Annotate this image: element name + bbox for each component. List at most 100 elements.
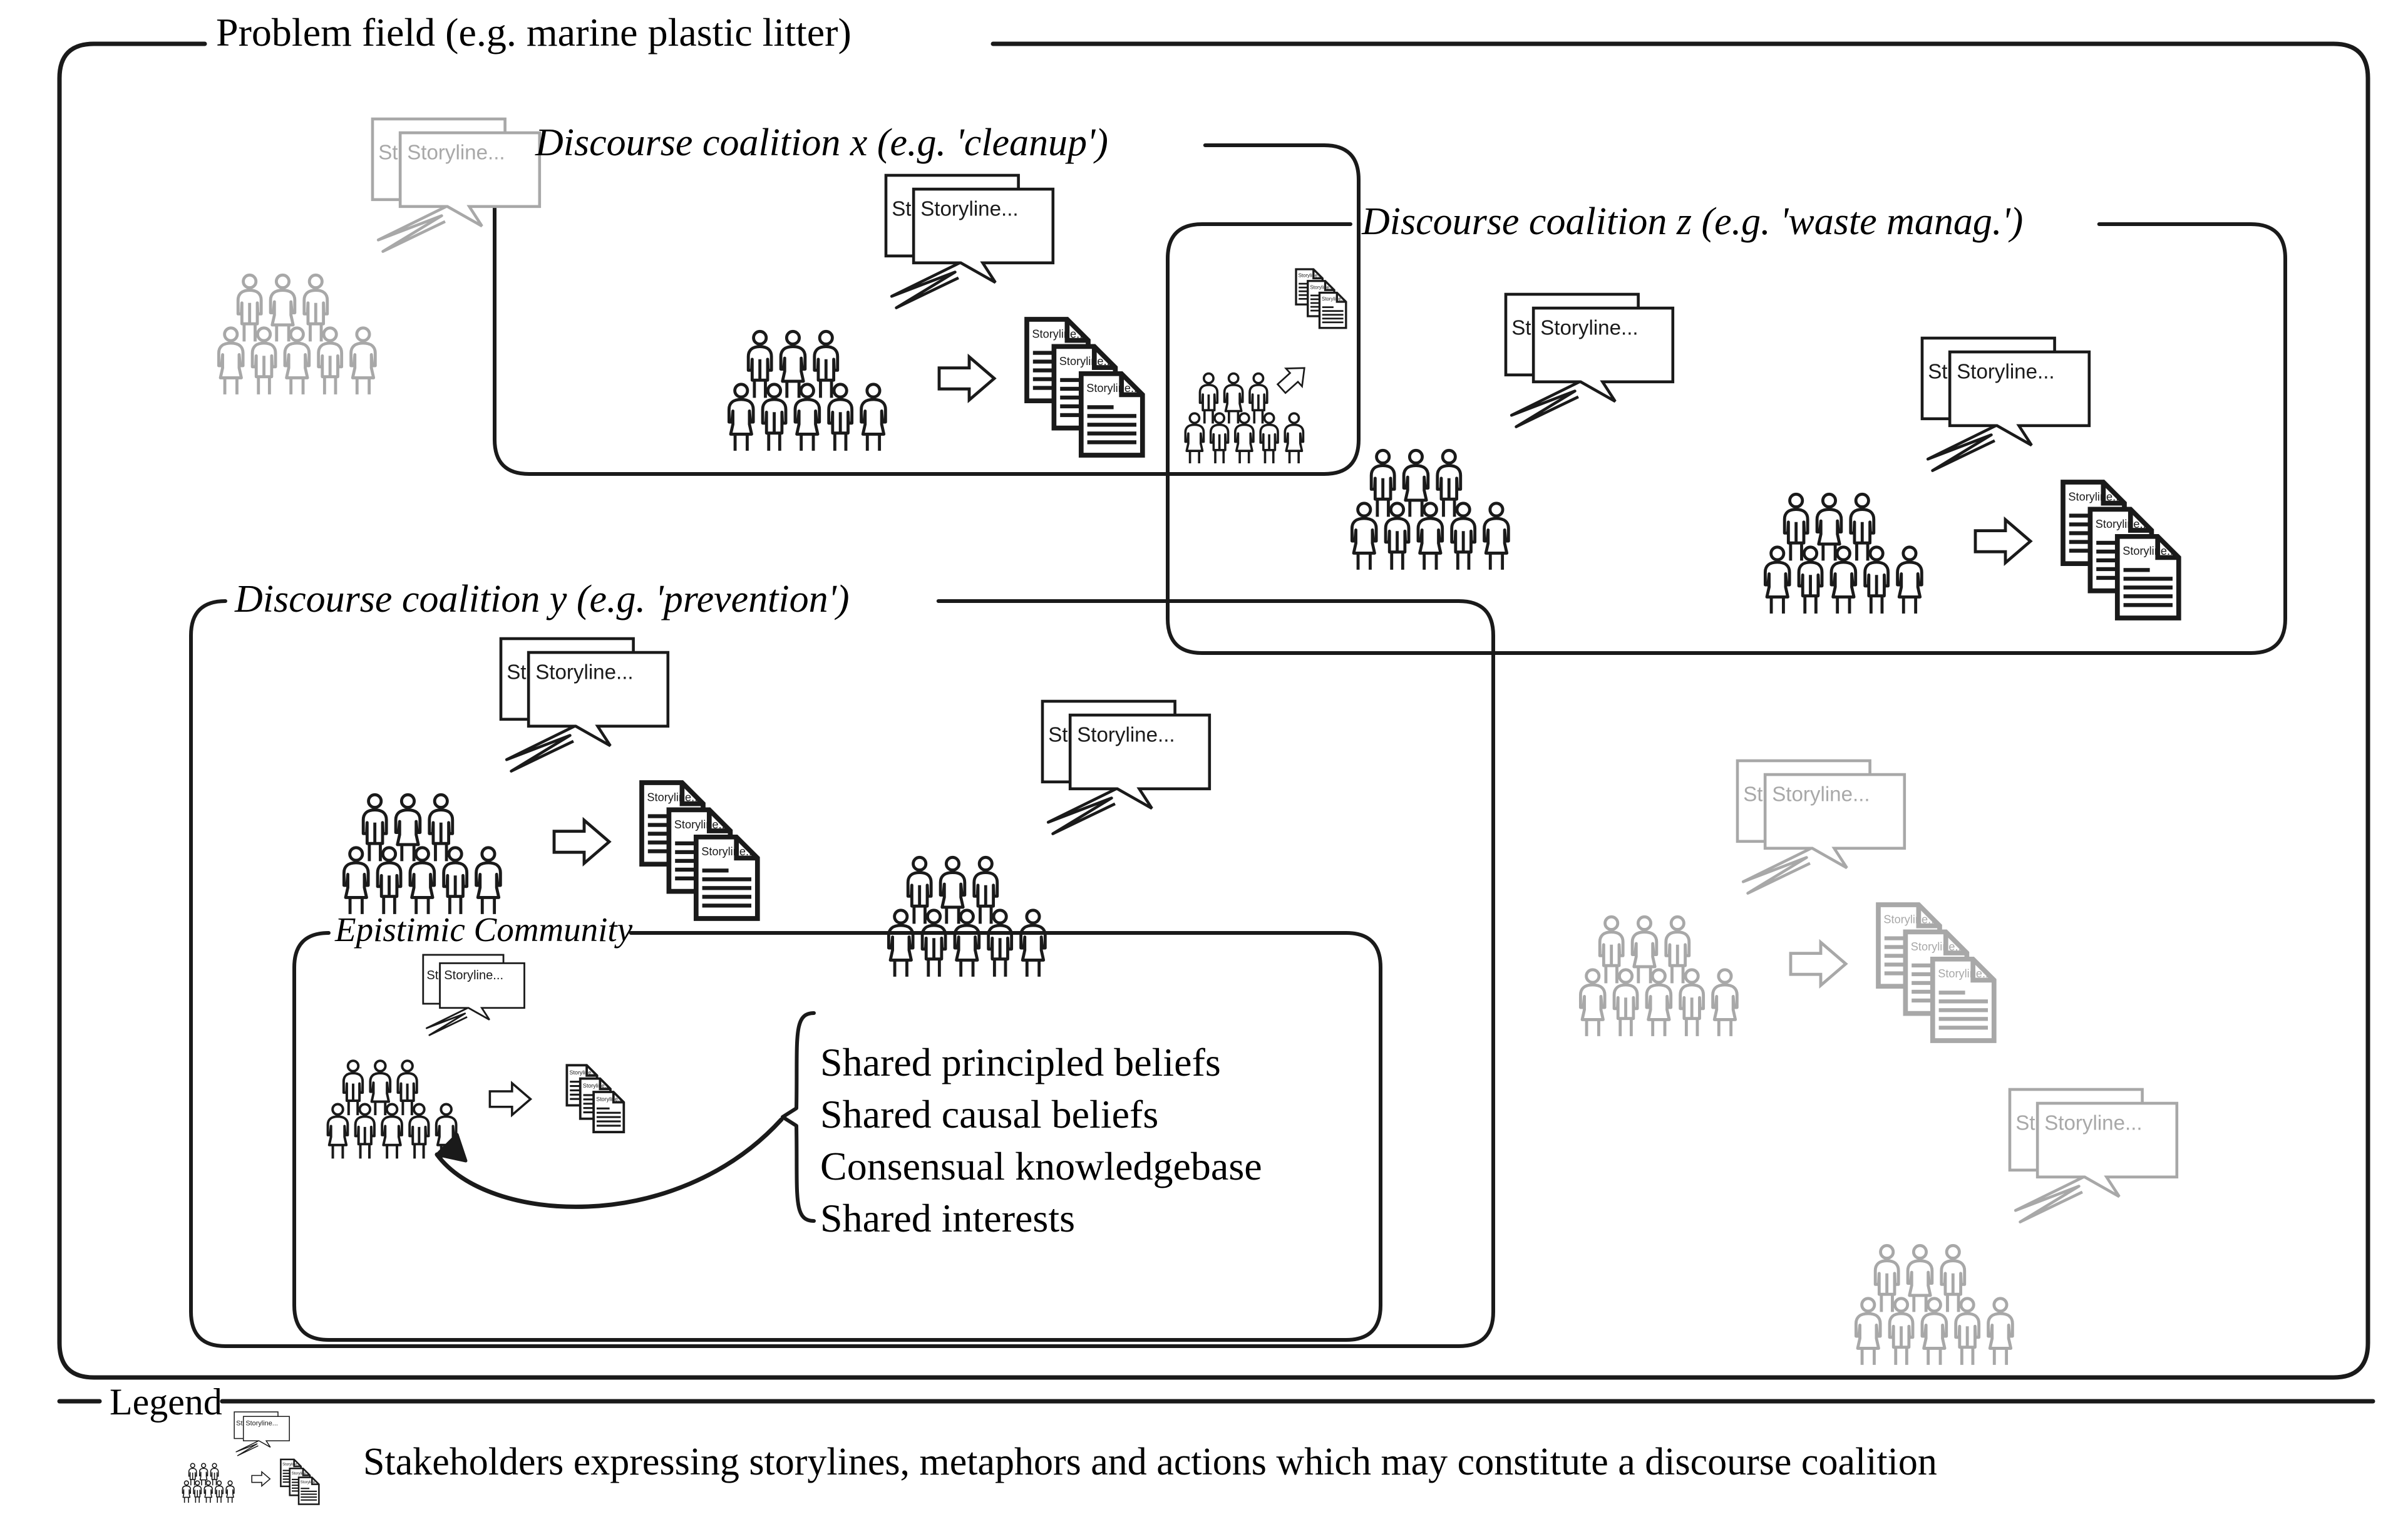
person-legs (945, 907, 960, 924)
document-fold (679, 783, 703, 806)
person-male-icon (827, 383, 854, 451)
document-label: Storyline... (1059, 355, 1113, 368)
person-body (987, 924, 1014, 961)
person-male-icon (1259, 412, 1279, 464)
block-arrow-shape (1276, 367, 1305, 394)
person-legs (927, 938, 941, 977)
person-body (442, 861, 469, 898)
document-text-rule (596, 1120, 621, 1123)
document-fold (585, 1065, 597, 1077)
document-label: Storyline... (2068, 490, 2122, 503)
document-text-rule (1322, 310, 1344, 312)
person-head (766, 383, 783, 399)
speech-bubble-icon: Storyline...St (1920, 336, 2091, 472)
person-legs (1618, 997, 1633, 1036)
person-male-icon (1198, 372, 1219, 424)
container-border-epistimic-community (292, 931, 1382, 1342)
stakeholder-group-g-ec-main: Storyline...StStoryline...Storyline...St… (326, 954, 625, 1159)
container-title-problem-field: Problem field (e.g. marine plastic litte… (216, 10, 852, 54)
person-legs (217, 1490, 222, 1503)
people-group-icon (342, 793, 502, 914)
document-fold (1324, 281, 1335, 291)
person-female-icon (1987, 1297, 2014, 1365)
person-body (1184, 423, 1205, 452)
speech-bubble-back-label: St (2015, 1111, 2035, 1135)
person-body (920, 924, 947, 961)
document-label: Storyline... (596, 1096, 622, 1102)
document-fold (1916, 905, 1940, 929)
document-text-rule (282, 1470, 292, 1471)
person-head (733, 383, 749, 399)
person-legs (1901, 597, 1918, 614)
person-legs (1263, 434, 1275, 464)
person-legs (1803, 575, 1818, 614)
person-head (358, 1103, 372, 1116)
person-body (1815, 508, 1843, 546)
document-label: Storyline... (2122, 545, 2176, 557)
person-head (752, 329, 768, 346)
person-body (1854, 1312, 1882, 1350)
block-arrow-shape (488, 1081, 533, 1118)
document-icon: Storyline... (592, 1091, 625, 1133)
person-female-icon (349, 326, 377, 394)
speech-bubble-back-label: St (236, 1419, 242, 1427)
person-legs (1488, 553, 1505, 570)
person-legs (183, 1497, 189, 1503)
document-stack-icon: Storyline...Storyline...Storyline... (280, 1458, 320, 1505)
document-stack-icon: Storyline...Storyline...Storyline... (2061, 480, 2181, 620)
person-body (210, 1468, 219, 1480)
document-text-rule (1087, 414, 1136, 418)
document-stack-icon: Storyline...Storyline...Storyline... (1876, 902, 1997, 1043)
person-body (1645, 983, 1673, 1021)
person-female-icon (225, 1480, 235, 1503)
person-female-icon (1920, 1297, 1948, 1365)
person-head (1926, 1297, 1942, 1313)
document-fold (612, 1092, 624, 1104)
person-head (183, 1480, 189, 1486)
person-male-icon (1384, 502, 1411, 570)
person-head (401, 1059, 414, 1073)
person-head (201, 1463, 207, 1468)
person-body (1679, 983, 1706, 1021)
speech-bubble-front (912, 187, 1055, 284)
person-male-icon (396, 1059, 418, 1116)
document-text-rule (1322, 314, 1344, 316)
speech-bubble-tail (505, 724, 575, 773)
feedback-arrow-head (435, 1133, 468, 1163)
person-male-icon (354, 1103, 376, 1159)
person-body (1350, 517, 1378, 555)
document-text-rule (291, 1478, 301, 1480)
person-legs (1684, 997, 1699, 1036)
person-legs (1356, 553, 1372, 570)
person-body (860, 398, 887, 436)
document-text-rule (301, 1488, 310, 1490)
person-legs (227, 1497, 233, 1503)
person-male-icon (1664, 915, 1691, 984)
person-male-icon (342, 1059, 364, 1116)
stakeholder-group-g-x-main: Storyline...StStoryline...Storyline...St… (727, 173, 1145, 458)
person-head (1389, 502, 1406, 518)
person-legs (480, 897, 497, 914)
person-legs (1912, 1295, 1928, 1312)
document-fold (1335, 292, 1346, 303)
block-arrow-icon (552, 816, 612, 867)
person-legs (400, 844, 416, 862)
person-male-icon (1436, 448, 1463, 517)
document-label: Storyline... (583, 1083, 609, 1089)
document-text-rule (2096, 540, 2123, 545)
person-legs (1670, 944, 1685, 984)
person-legs (1203, 394, 1214, 424)
block-arrow-shape (937, 353, 997, 404)
people-group-icon (1854, 1243, 2014, 1365)
person-male-icon (1954, 1297, 1981, 1365)
person-head (413, 1103, 426, 1116)
document-text-rule (702, 877, 751, 882)
belief-item: Consensual knowledgebase (820, 1144, 1262, 1188)
document-label: Storyline... (1322, 296, 1345, 302)
person-legs (753, 359, 767, 398)
person-legs (1960, 1326, 1975, 1365)
person-head (381, 846, 398, 862)
document-text-rule (702, 903, 751, 908)
person-legs (1214, 434, 1225, 464)
person-legs (992, 938, 1007, 977)
